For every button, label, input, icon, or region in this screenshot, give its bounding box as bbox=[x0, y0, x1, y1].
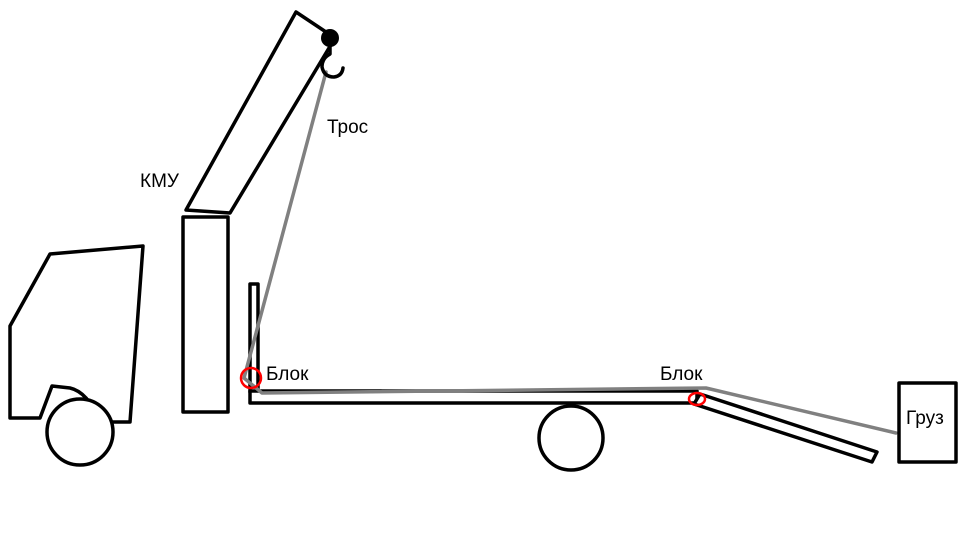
rear-wheel bbox=[537, 404, 605, 472]
front-wheel bbox=[45, 397, 115, 467]
label-pulley-left: Блок bbox=[266, 364, 309, 385]
cab-body bbox=[8, 244, 145, 424]
crane-hook-icon bbox=[320, 29, 345, 79]
pulley-left bbox=[239, 366, 263, 390]
hook-curve bbox=[320, 44, 345, 79]
label-crane: КМУ bbox=[140, 171, 180, 192]
truck-cab bbox=[8, 244, 145, 424]
label-cable: Трос bbox=[327, 117, 368, 138]
crane-column bbox=[181, 215, 230, 414]
cargo-box bbox=[897, 381, 958, 464]
label-pulley-right: Блок bbox=[660, 364, 703, 385]
cable-line bbox=[242, 70, 898, 435]
hook-sheave bbox=[321, 29, 339, 47]
crane-boom bbox=[184, 10, 337, 215]
pulley-right bbox=[687, 391, 707, 407]
label-cargo: Груз bbox=[906, 408, 944, 429]
loading-ramp bbox=[692, 392, 879, 464]
